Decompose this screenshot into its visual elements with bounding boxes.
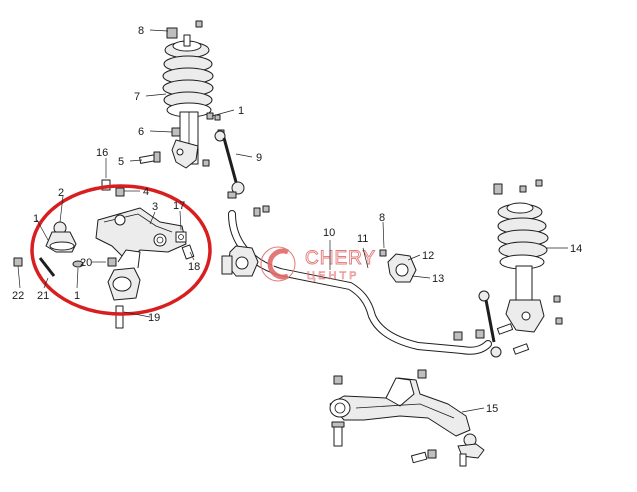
callout-7: 7 [134, 91, 140, 103]
leader-lines [17, 29, 568, 413]
callout-numbers: 8 7 1 6 9 5 16 4 2 3 17 1 20 18 22 21 1 … [12, 25, 582, 415]
highlight-ellipse [30, 184, 212, 316]
callout-1-left: 1 [33, 213, 39, 225]
callout-10: 10 [323, 227, 335, 239]
callout-9: 9 [256, 152, 262, 164]
left-strut-assembly [162, 20, 225, 169]
callout-21: 21 [37, 290, 49, 302]
callout-18: 18 [188, 261, 200, 273]
callout-13: 13 [432, 273, 444, 285]
callout-8-right: 8 [379, 212, 385, 224]
callout-1: 1 [238, 105, 244, 117]
callout-12: 12 [422, 250, 434, 262]
callout-17: 17 [173, 200, 185, 212]
callout-8: 8 [138, 25, 144, 37]
watermark-sub: ЦЕНТР [307, 270, 359, 282]
callout-20: 20 [80, 257, 92, 269]
callout-11: 11 [357, 233, 368, 245]
callout-15: 15 [486, 403, 498, 415]
callout-5: 5 [118, 156, 124, 168]
right-strut-assembly [453, 179, 563, 358]
chery-watermark: CHERY ЦЕНТР [260, 246, 376, 282]
right-lower-control-arm [329, 369, 485, 467]
callout-14: 14 [570, 243, 582, 255]
callout-3: 3 [152, 201, 158, 213]
callout-2: 2 [58, 187, 64, 199]
callout-22: 22 [12, 290, 24, 302]
callout-16: 16 [96, 147, 108, 159]
callout-6: 6 [138, 126, 144, 138]
callout-19: 19 [148, 312, 160, 324]
watermark-brand: CHERY [305, 248, 376, 269]
stabilizer-bar [221, 205, 492, 355]
callout-4: 4 [143, 186, 149, 198]
left-lower-control-arm [13, 179, 195, 329]
stabilizer-link-left [214, 130, 245, 199]
bolt-5 [139, 151, 161, 164]
callout-1-bottom: 1 [74, 290, 80, 302]
